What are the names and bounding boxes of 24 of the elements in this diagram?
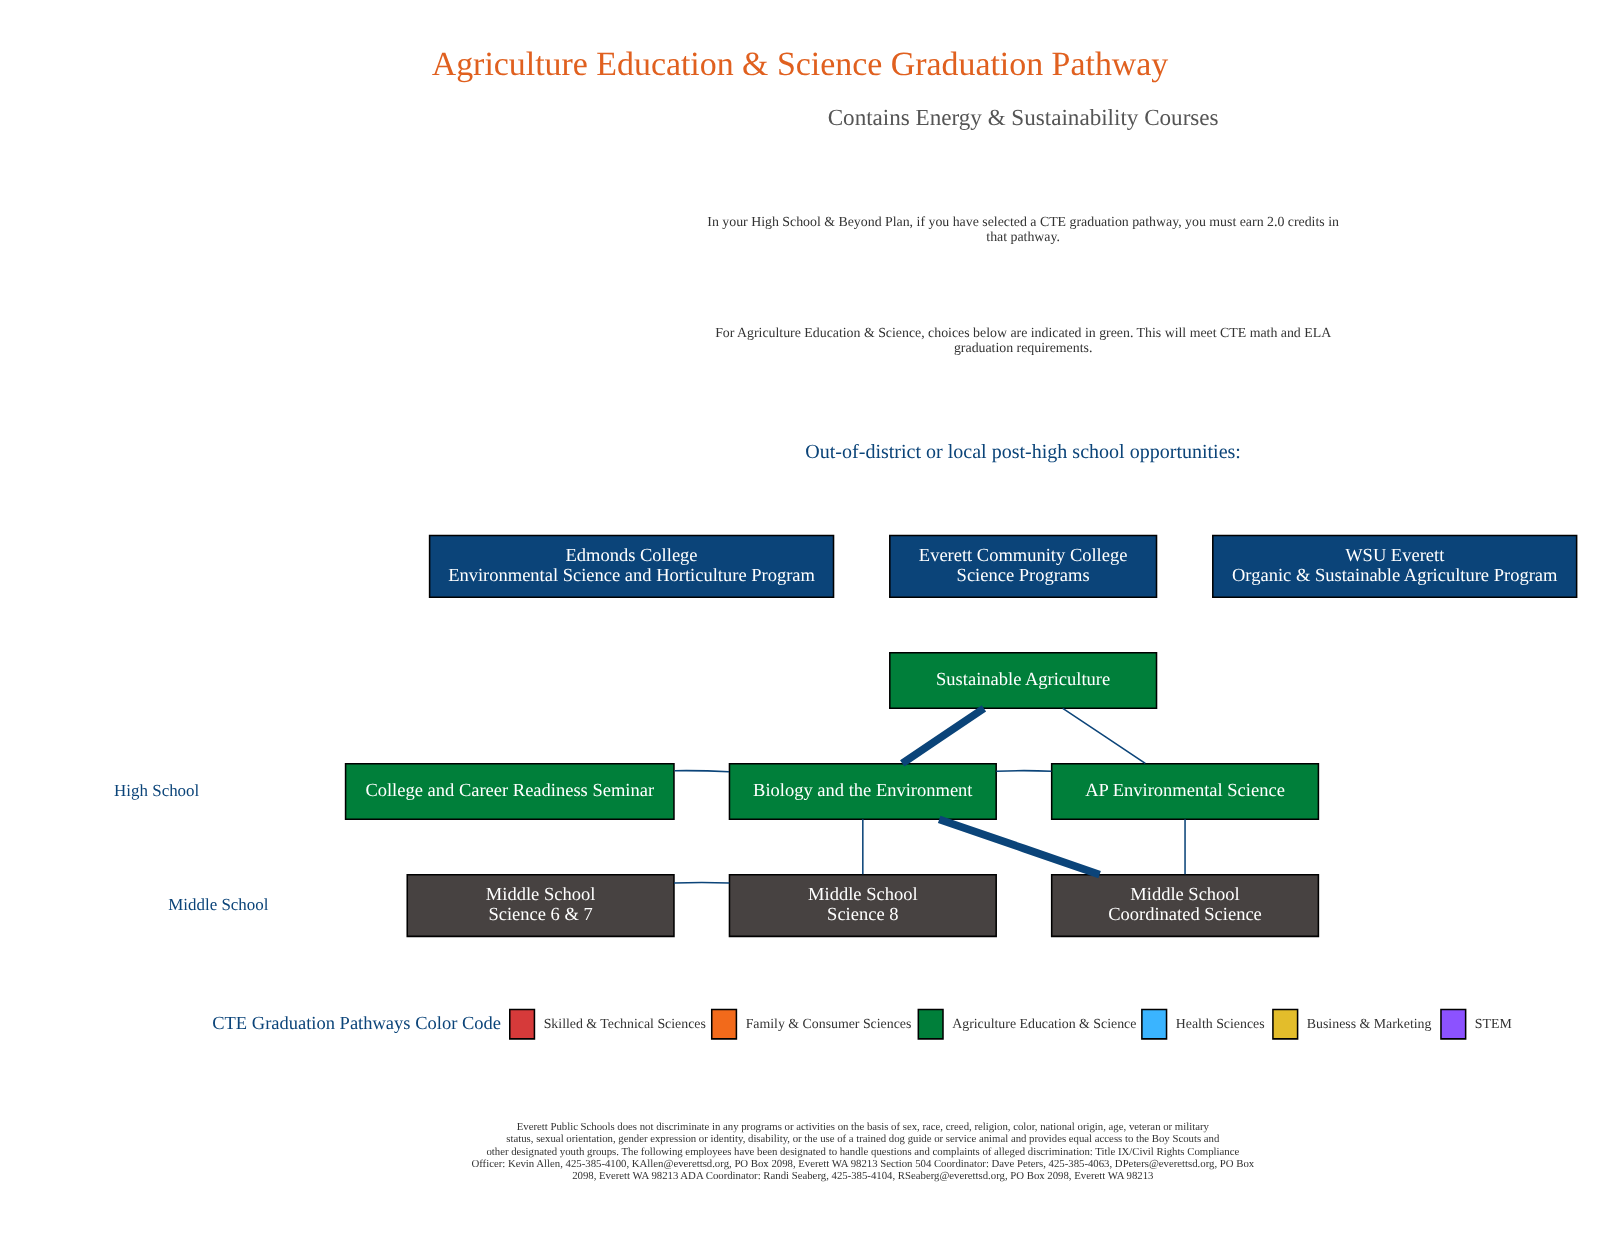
label: Middle School [168, 893, 269, 914]
node-box: Everett Community College Science Programs [889, 534, 1158, 598]
connector [995, 769, 1053, 772]
node-box: AP Environmental Science [1050, 762, 1320, 820]
label: Contains Energy & Sustainability Courses [827, 104, 1219, 131]
label: Out-of-district or local post-high school opportunities: [805, 441, 1241, 464]
connector [673, 769, 730, 773]
node-box: Middle School Science 8 [728, 873, 997, 938]
node-box: College and Career Readiness Seminar [344, 762, 675, 820]
node-box: Biology and the Environment [728, 762, 997, 820]
label: High School [114, 779, 200, 800]
node-box: Middle School Science 6 & 7 [406, 873, 675, 938]
node-box: Edmonds College Environmental Science and Horticulture Program [428, 534, 835, 598]
connector [673, 881, 731, 884]
connector [1184, 818, 1186, 876]
node-box: WSU Everett Organic & Sustainable Agriculture Program [1212, 534, 1578, 598]
node-box: Middle School Coordinated Science [1050, 873, 1320, 938]
node-box: Sustainable Agriculture [889, 651, 1158, 709]
connector [937, 815, 1101, 879]
connector [862, 818, 864, 876]
connector [900, 705, 987, 767]
connector [1062, 707, 1147, 765]
diagram-title: Agriculture Education & Science Graduation Pathway [431, 45, 1169, 84]
label: CTE Graduation Pathways Color Code [212, 1015, 501, 1036]
